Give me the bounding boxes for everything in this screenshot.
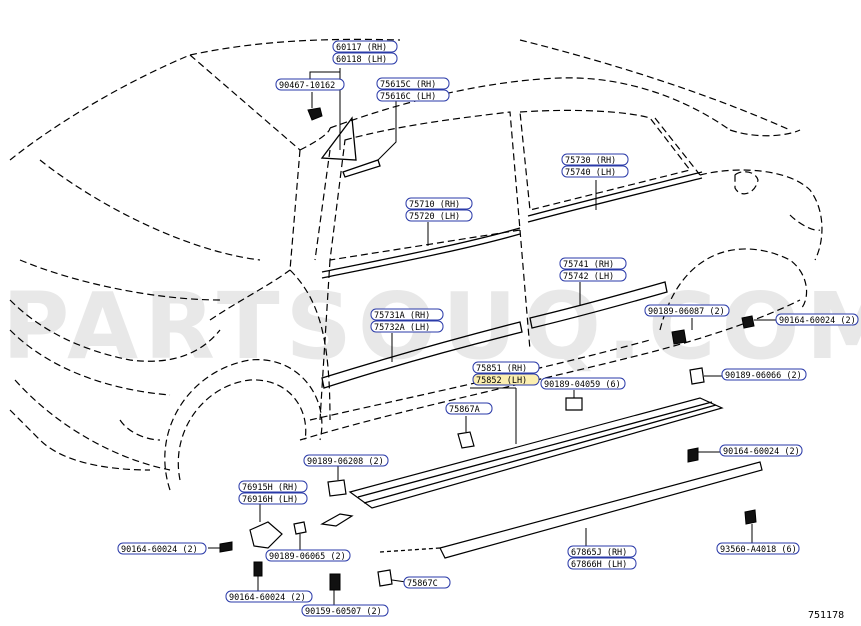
clip-90467: [307, 107, 323, 121]
label-90164-60024-mid[interactable]: 90164-60024 (2): [723, 447, 800, 457]
label-75730[interactable]: 75730 (RH): [565, 156, 616, 166]
part-labels: 60117 (RH) 60118 (LH) 90467-10162 75615C…: [117, 40, 859, 617]
label-75732a[interactable]: 75732A (LH): [374, 323, 430, 333]
screw-90159: [329, 573, 341, 591]
figure-number: 751178: [808, 610, 844, 621]
label-75742[interactable]: 75742 (LH): [563, 272, 614, 282]
clip-90189-06208: [327, 479, 347, 497]
parts: [219, 107, 763, 591]
clip-90189-06087: [671, 329, 687, 345]
label-75720[interactable]: 75720 (LH): [409, 212, 460, 222]
clip-90189-04059: [565, 397, 583, 411]
screw-90164-upper: [741, 315, 755, 329]
label-76915h[interactable]: 76915H (RH): [242, 483, 298, 493]
label-67866h[interactable]: 67866H (LH): [571, 560, 627, 570]
screw-93560: [744, 509, 757, 525]
label-75616c[interactable]: 75616C (LH): [380, 92, 436, 102]
rocker-panel-trim: [439, 461, 763, 559]
label-75710[interactable]: 75710 (RH): [409, 200, 460, 210]
label-60118[interactable]: 60118 (LH): [336, 55, 387, 65]
mudguard-bracket: [249, 521, 283, 549]
label-67865j[interactable]: 67865J (RH): [571, 548, 627, 558]
label-75731a[interactable]: 75731A (RH): [374, 311, 430, 321]
rear-door-belt-molding: [527, 171, 703, 217]
label-76916h[interactable]: 76916H (LH): [242, 495, 298, 505]
car-body-outline: [9, 38, 823, 491]
label-75867a[interactable]: 75867A: [449, 405, 480, 415]
label-75852[interactable]: 75852 (LH): [476, 376, 527, 386]
pillar-garnish: [342, 159, 381, 178]
screw-90164-left: [219, 541, 233, 553]
mudguard-flap: [320, 513, 354, 527]
label-90189-04059[interactable]: 90189-04059 (6): [544, 380, 621, 390]
label-75851[interactable]: 75851 (RH): [476, 364, 527, 374]
label-90467[interactable]: 90467-10162: [279, 81, 335, 91]
label-60117[interactable]: 60117 (RH): [336, 43, 387, 53]
label-75615c[interactable]: 75615C (RH): [380, 80, 436, 90]
label-90164-60024-left[interactable]: 90164-60024 (2): [121, 545, 198, 555]
label-75867c[interactable]: 75867C: [407, 579, 438, 589]
screw-90164-mid: [687, 447, 699, 463]
label-90159-60507[interactable]: 90159-60507 (2): [305, 607, 382, 617]
label-90164-60024-upper[interactable]: 90164-60024 (2): [779, 316, 856, 326]
clip-90189-06065: [293, 521, 307, 535]
clip-75867c: [377, 569, 393, 587]
rear-door-side-molding: [529, 281, 668, 329]
clip-90189-06066: [689, 367, 705, 385]
label-75741[interactable]: 75741 (RH): [563, 260, 614, 270]
front-door-side-molding: [321, 321, 523, 389]
screw-90164-bottom: [253, 561, 263, 577]
clip-75867a: [457, 431, 475, 449]
label-90189-06208[interactable]: 90189-06208 (2): [307, 457, 384, 467]
label-90189-06087[interactable]: 90189-06087 (2): [648, 307, 725, 317]
label-75740[interactable]: 75740 (LH): [565, 168, 616, 178]
label-90189-06065[interactable]: 90189-06065 (2): [269, 552, 346, 562]
label-93560-a4018[interactable]: 93560-A4018 (6): [720, 545, 797, 555]
label-90164-60024-bottom[interactable]: 90164-60024 (2): [229, 593, 306, 603]
front-door-belt-molding: [321, 227, 521, 273]
window-frame-molding: [320, 116, 357, 161]
label-90189-06066[interactable]: 90189-06066 (2): [725, 371, 802, 381]
